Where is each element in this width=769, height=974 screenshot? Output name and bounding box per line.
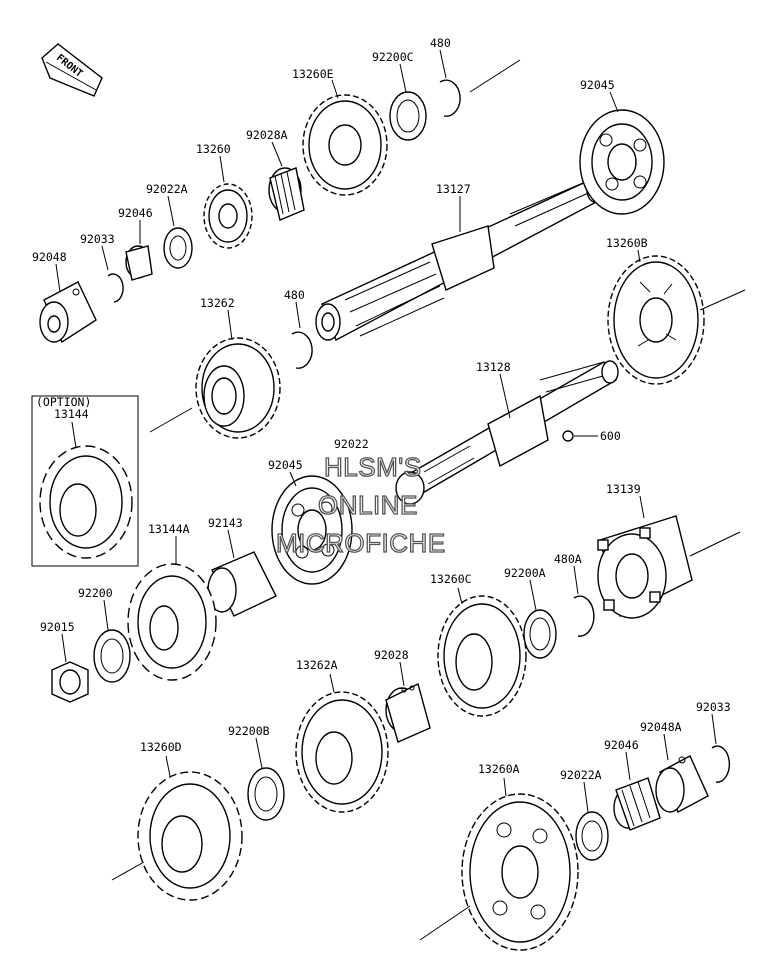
label-92200A: 92200A — [504, 566, 546, 580]
label-92022A-top: 92022A — [146, 182, 188, 196]
label-13260C: 13260C — [430, 572, 472, 586]
washer-92200C — [389, 63, 427, 141]
output-shaft-13128 — [395, 360, 619, 505]
needle-bearing-92028 — [385, 661, 431, 743]
part-labels: 480 92200C 13260E 92045 92028A 13260 920… — [32, 36, 731, 782]
gear-13260 — [203, 155, 253, 249]
washer-92200A — [523, 579, 557, 659]
gear-13260D — [111, 755, 243, 901]
gear-13260B — [607, 249, 746, 385]
label-13262A: 13262A — [296, 658, 338, 672]
label-92028A: 92028A — [246, 128, 288, 142]
circlip-92033-bottom — [711, 713, 731, 783]
label-92143: 92143 — [208, 516, 243, 530]
collar-92143 — [207, 529, 277, 617]
circlip-480-top — [439, 49, 461, 117]
label-92045-top: 92045 — [580, 78, 615, 92]
gear-13260E — [302, 79, 388, 196]
label-480-mid: 480 — [284, 288, 305, 302]
label-92045-mid: 92045 — [268, 458, 303, 472]
label-13260E: 13260E — [292, 67, 334, 81]
label-13262: 13262 — [200, 296, 235, 310]
option-part-13144: 13144 — [54, 407, 89, 421]
gear-13262 — [149, 309, 281, 439]
washer-92200B — [247, 737, 285, 821]
watermark: HLSM'S ONLINE MICROFICHE — [275, 451, 446, 558]
circlip-480A — [573, 565, 595, 637]
label-13127: 13127 — [436, 182, 471, 196]
label-92046-top: 92046 — [118, 206, 153, 220]
collar-92048 — [39, 263, 97, 344]
watermark-line-3: MICROFICHE — [276, 528, 446, 558]
needle-bearing-92046-top — [125, 220, 153, 281]
circlip-92033-top — [101, 245, 124, 303]
label-92046-bottom: 92046 — [604, 738, 639, 752]
label-13260A: 13260A — [478, 762, 520, 776]
label-92200: 92200 — [78, 586, 113, 600]
label-92033-top: 92033 — [80, 232, 115, 246]
label-13144A: 13144A — [148, 522, 190, 536]
gear-13262A — [295, 673, 389, 813]
nut-92015 — [51, 633, 89, 703]
label-13139: 13139 — [606, 482, 641, 496]
option-title: (OPTION) — [36, 395, 91, 409]
label-92200B: 92200B — [228, 724, 270, 738]
label-13260D: 13260D — [140, 740, 182, 754]
label-92022: 92022 — [334, 437, 369, 451]
label-13260B: 13260B — [606, 236, 648, 250]
label-92022A-bottom: 92022A — [560, 768, 602, 782]
washer-92022A-top — [163, 195, 193, 269]
label-480-top: 480 — [430, 36, 451, 50]
needle-bearing-92046-bottom — [613, 751, 661, 831]
hub-13139 — [597, 495, 741, 619]
washer-92200 — [93, 599, 131, 683]
label-600: 600 — [600, 429, 621, 443]
label-92028: 92028 — [374, 648, 409, 662]
collar-92048A — [655, 733, 709, 813]
label-92015: 92015 — [40, 620, 75, 634]
label-92033-bottom: 92033 — [696, 700, 731, 714]
label-13128: 13128 — [476, 360, 511, 374]
gear-13260C — [437, 587, 527, 717]
label-480A: 480A — [554, 552, 582, 566]
front-direction-badge: FRONT — [41, 43, 103, 97]
option-box: (OPTION) 13144 — [31, 395, 139, 567]
label-13260: 13260 — [196, 142, 231, 156]
circlip-480-mid — [291, 301, 313, 369]
label-92048A: 92048A — [640, 720, 682, 734]
needle-bearing-92028A — [268, 141, 305, 221]
watermark-line-1: HLSM'S — [324, 452, 422, 482]
bearing-92045-top — [579, 91, 665, 215]
gear-13260A — [419, 777, 579, 951]
watermark-line-2: ONLINE — [318, 490, 418, 520]
sprocket-13144A — [127, 536, 217, 681]
label-92048: 92048 — [32, 250, 67, 264]
bearing-92045-mid — [271, 471, 353, 585]
label-92200C: 92200C — [372, 50, 414, 64]
washer-92022A-bottom — [575, 781, 609, 861]
